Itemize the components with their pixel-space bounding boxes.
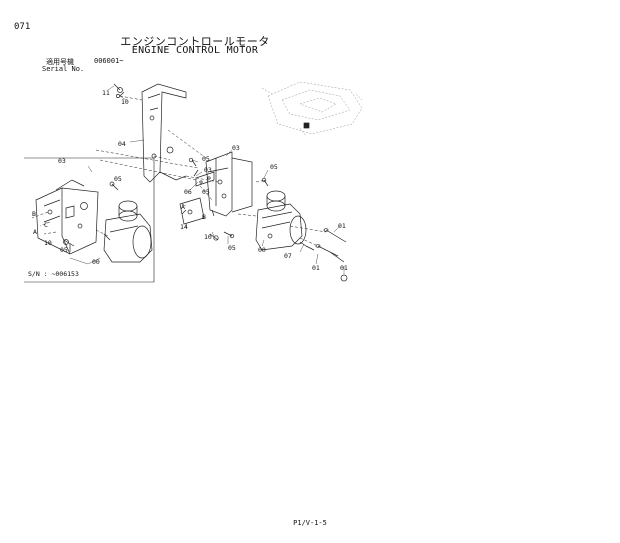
callout-05: 05 [228, 244, 236, 252]
callout-10: 10 [204, 233, 212, 241]
serial-label-english: Serial No. [42, 65, 85, 73]
callout-14: 14 [180, 223, 188, 231]
inset-small-parts [55, 179, 119, 252]
upper-bracket [141, 83, 187, 183]
callout-11: 11 [102, 89, 110, 97]
center-bracket [205, 151, 253, 217]
callout-04: 04 [118, 140, 126, 148]
title-japanese: エンジンコントロールモータ [120, 35, 270, 48]
callout-B: B [32, 210, 36, 218]
callout-A: A [33, 228, 37, 236]
callout-05: 05 [202, 155, 210, 163]
location-marker [303, 122, 310, 129]
inset-serial-note: S/N : ~006153 [28, 270, 79, 278]
callout-05: 05 [202, 188, 210, 196]
callout-00: 00 [258, 246, 266, 254]
callout-labels: 11 10 04 05 03 05 03 06 05 03 05 A B 14 … [28, 89, 348, 278]
callout-01: 01 [312, 264, 320, 272]
assembly-guide-lines [95, 95, 327, 247]
serial-label-japanese: 適用号機 [46, 58, 74, 66]
inset-control-motor [103, 200, 153, 263]
callout-10: 10 [121, 98, 129, 106]
inset-bracket [35, 187, 99, 255]
adjust-plate [195, 171, 215, 187]
callout-C: C [44, 221, 48, 229]
machine-reference-sketch [261, 81, 363, 137]
bolt-group [113, 83, 348, 282]
callout-06: 06 [184, 188, 192, 196]
callout-05: 05 [270, 163, 278, 171]
callout-10: 10 [44, 239, 52, 247]
callout-05: 05 [114, 175, 122, 183]
callout-07: 07 [284, 252, 292, 260]
control-motor-center [255, 190, 307, 251]
leader-lines [87, 85, 345, 274]
page-number: 071 [14, 22, 31, 32]
inset-frame [24, 157, 155, 283]
callout-03: 03 [58, 157, 66, 165]
callout-00: 00 [92, 258, 100, 266]
inset-leader [69, 257, 101, 265]
linkage-plate-center [179, 197, 205, 225]
callout-05: 05 [60, 246, 68, 254]
serial-range: 006001~ [94, 57, 124, 65]
callout-03: 03 [232, 144, 240, 152]
inset-guide-lines [31, 211, 109, 237]
callout-01: 01 [340, 264, 348, 272]
callout-A: A [181, 203, 185, 211]
callout-03: 03 [204, 166, 212, 174]
footer-page-code: P1/V-1-5 [293, 519, 327, 527]
callout-01: 01 [338, 222, 346, 230]
title-english: ENGINE CONTROL MOTOR [131, 45, 259, 56]
callout-B: B [202, 213, 206, 221]
